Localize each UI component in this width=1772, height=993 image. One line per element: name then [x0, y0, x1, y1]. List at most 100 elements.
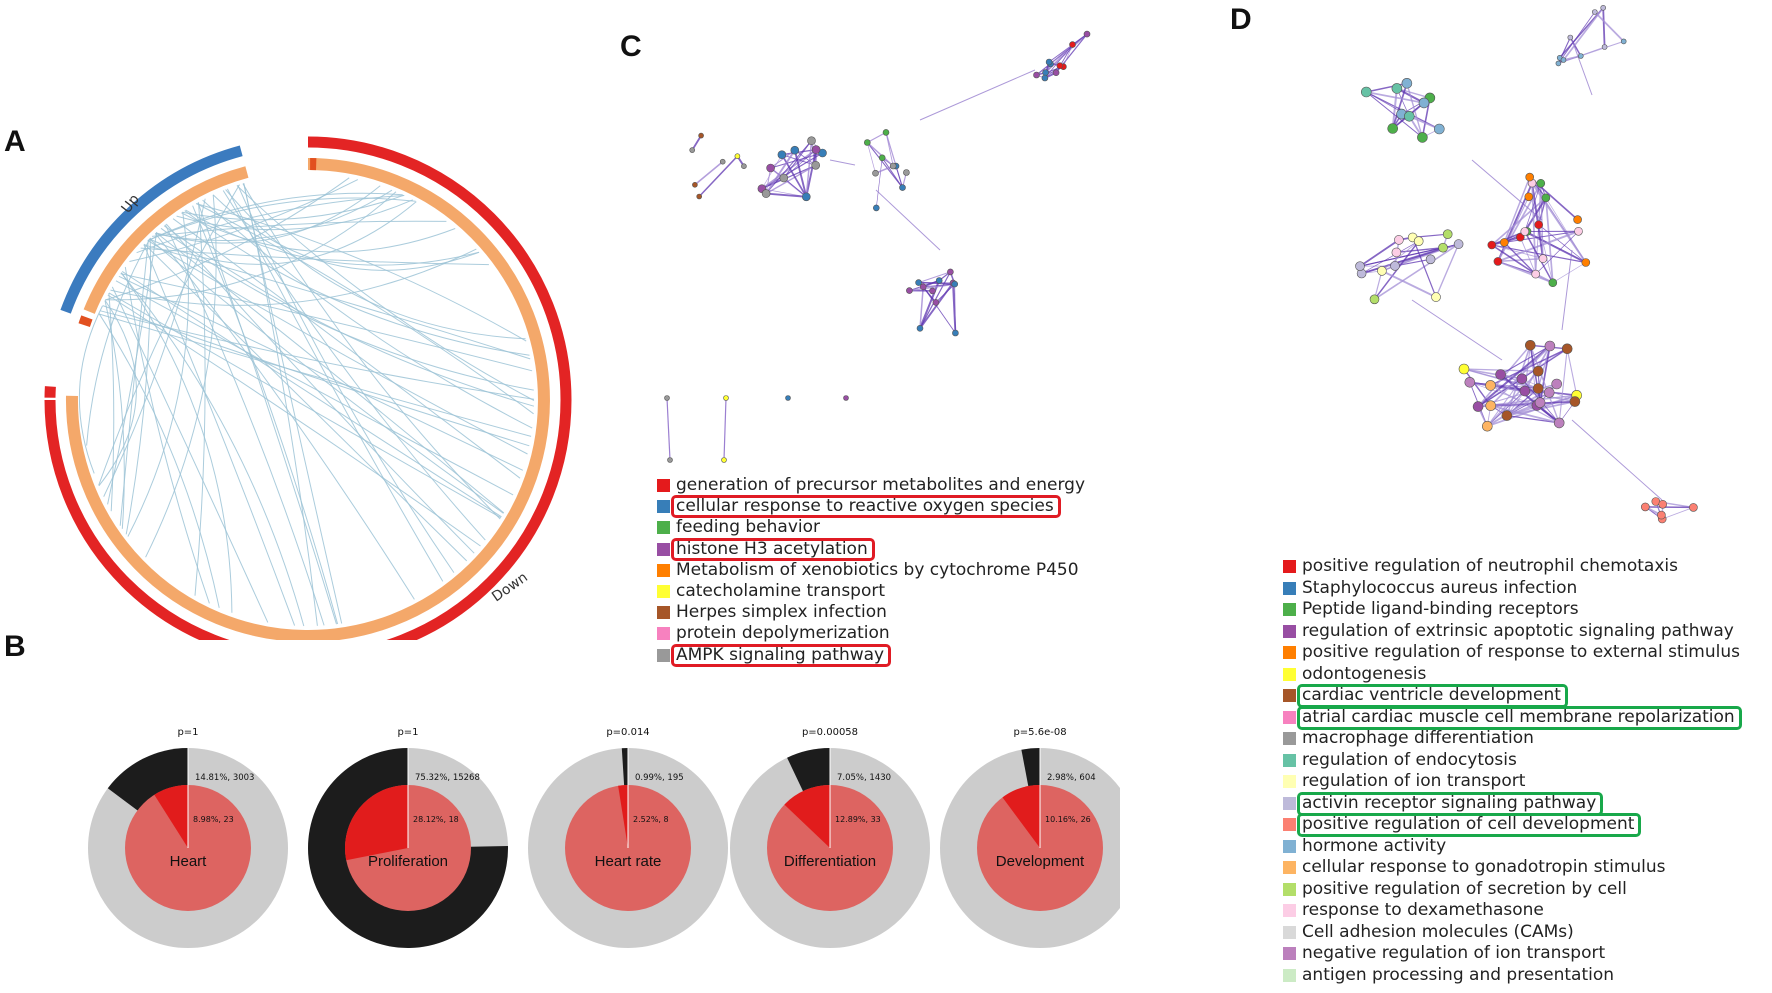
legend-highlight-box — [1297, 705, 1742, 730]
donut-label: Proliferation — [368, 853, 448, 870]
network-node — [1548, 278, 1558, 288]
legend-label: regulation of extrinsic apoptotic signal… — [1302, 620, 1734, 641]
legend-highlight-box — [671, 495, 1061, 519]
legend-swatch — [657, 606, 670, 620]
network-node — [1501, 410, 1513, 421]
network-edge — [1594, 11, 1625, 43]
legend-swatch — [657, 584, 670, 598]
chord-link — [176, 199, 413, 231]
network-node — [935, 277, 943, 284]
donut-label: Heart — [170, 853, 208, 870]
legend-swatch — [1283, 882, 1296, 896]
network-edge — [765, 149, 796, 195]
network-edge — [1529, 345, 1560, 424]
legend-highlight-box — [1297, 791, 1603, 816]
legend-swatch — [657, 500, 670, 514]
donut-inner-label: 2.52%, 8 — [633, 815, 669, 824]
chord-link — [147, 240, 528, 455]
donut-label: Differentiation — [784, 853, 876, 870]
network-node — [1369, 294, 1380, 305]
network-edge — [1396, 87, 1431, 99]
network-edge — [1435, 243, 1460, 298]
network-edge — [1500, 345, 1551, 375]
network-node — [1355, 261, 1365, 272]
network-node — [1689, 503, 1698, 512]
legend-label: feeding behavior — [676, 517, 821, 538]
legend-label: antigen processing and presentation — [1302, 964, 1615, 985]
network-node — [1418, 97, 1430, 109]
legend-label: Metabolism of xenobiotics by cytochrome … — [676, 559, 1079, 580]
network-edge — [1391, 83, 1408, 129]
network-node — [1083, 30, 1091, 38]
chord-link — [98, 300, 137, 487]
chord-links — [78, 177, 535, 627]
network-edge — [1490, 404, 1560, 424]
network-edge — [1558, 348, 1568, 423]
chord-link — [129, 179, 359, 262]
network-edge — [1545, 197, 1554, 283]
network-edge — [918, 281, 955, 285]
network-edge — [918, 271, 951, 284]
legend-highlight-box — [671, 537, 875, 561]
network-edge — [1503, 241, 1537, 275]
network-node — [779, 173, 789, 183]
chord-link — [154, 233, 415, 600]
network-node — [1534, 397, 1546, 408]
donut-outer-label: 14.81%, 3003 — [195, 773, 254, 783]
network-edge — [1645, 506, 1694, 509]
chord-link — [107, 232, 158, 505]
network-node — [1658, 499, 1668, 509]
network-node — [1464, 376, 1476, 388]
network-edge — [723, 397, 727, 461]
legend-swatch — [657, 521, 670, 535]
network-node — [1569, 396, 1581, 407]
chord-link — [147, 197, 416, 241]
legend-swatch — [1283, 710, 1296, 724]
network-node — [811, 161, 820, 170]
legend-swatch — [1283, 753, 1296, 767]
legend-label: protein depolymerization — [676, 623, 890, 644]
chord-link — [160, 227, 534, 391]
donut-inner-label: 8.98%, 23 — [193, 815, 234, 824]
network-node — [1538, 254, 1548, 263]
legend-label: cellular response to gonadotropin stimul… — [1302, 857, 1666, 877]
network-edge — [1491, 244, 1537, 275]
legend-swatch — [1283, 968, 1296, 982]
network-edge — [1373, 270, 1383, 300]
network-node — [903, 169, 910, 176]
network-edge — [698, 155, 738, 198]
donut-outer-label: 0.99%, 195 — [635, 773, 684, 783]
network-node — [1591, 9, 1598, 15]
network-node — [1425, 254, 1436, 265]
network-edge — [919, 280, 941, 329]
chord-link — [225, 189, 526, 340]
legend-label: positive regulation of cell development — [1302, 814, 1635, 834]
network-node — [1560, 57, 1567, 63]
network-node — [1555, 60, 1562, 67]
legend-swatch — [1283, 839, 1296, 853]
donut-p-value: p=1 — [397, 727, 418, 738]
donut-inner-label: 28.12%, 18 — [413, 815, 459, 824]
network-edge — [1374, 243, 1460, 300]
network-node — [1577, 53, 1584, 59]
legend-swatch — [1283, 624, 1296, 638]
network-node — [1387, 123, 1398, 134]
network-node — [1525, 172, 1535, 182]
chord-link — [182, 194, 404, 221]
network-node — [807, 136, 816, 145]
chord-link — [136, 195, 405, 254]
network-node — [1482, 420, 1493, 432]
network-edge — [954, 284, 956, 334]
network-node — [1438, 242, 1448, 253]
chord-link — [149, 238, 504, 514]
network-edge — [1490, 384, 1576, 403]
chord-link — [108, 292, 115, 512]
network-edge — [1412, 237, 1437, 298]
network-node — [1581, 258, 1591, 267]
network-node — [811, 145, 821, 154]
network-node — [1657, 510, 1666, 520]
panel-label-d: D — [1230, 3, 1252, 36]
network-edge — [1539, 345, 1551, 403]
chord-link — [103, 198, 206, 497]
